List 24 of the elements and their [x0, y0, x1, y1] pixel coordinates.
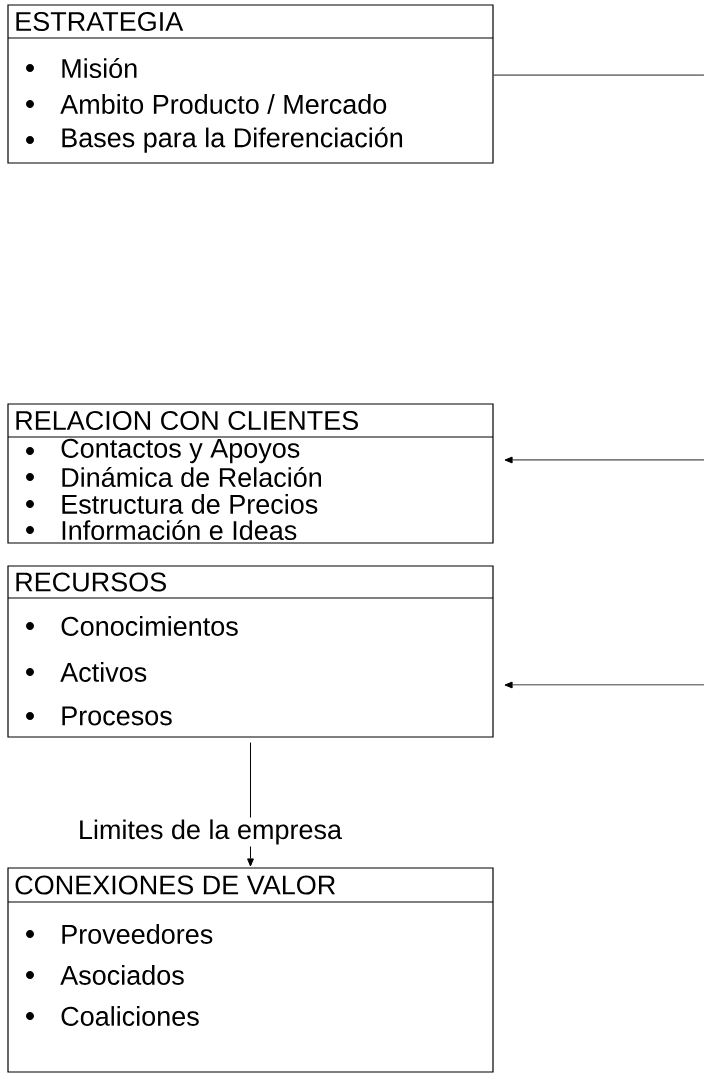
arrow: [504, 456, 704, 464]
list-box: [7, 867, 494, 1073]
edge-label: Limites de la empresa: [75, 817, 345, 847]
box-heading: RECURSOS: [16, 572, 166, 592]
bullet-item: Asociados: [26, 965, 184, 985]
bullet-item: Estructura de Precios: [26, 494, 318, 514]
arrow: [504, 681, 704, 689]
bullet-item: Ambito Producto / Mercado: [26, 94, 387, 114]
list-box: [7, 565, 494, 738]
box-heading: RELACION CON CLIENTES: [16, 410, 358, 431]
bullet-item: Bases para la Diferenciación: [26, 127, 403, 153]
list-box: [7, 403, 494, 544]
bullet-item: Coaliciones: [26, 1006, 199, 1026]
bullet-item: Contactos y Apoyos: [26, 438, 300, 464]
box-heading: CONEXIONES DE VALOR: [15, 875, 336, 895]
bullet-item: Procesos: [26, 706, 172, 726]
bullet-item: Dinámica de Relación: [26, 466, 321, 488]
list-box: [7, 4, 494, 164]
bullet-item: Proveedores: [26, 924, 213, 944]
bullet-item: Conocimientos: [26, 616, 238, 636]
bullet-item: Activos: [26, 662, 147, 682]
box-heading: ESTRATEGIA: [16, 11, 184, 32]
bullet-item: Misión: [26, 57, 137, 79]
bullet-item: Información e Ideas: [26, 519, 297, 541]
